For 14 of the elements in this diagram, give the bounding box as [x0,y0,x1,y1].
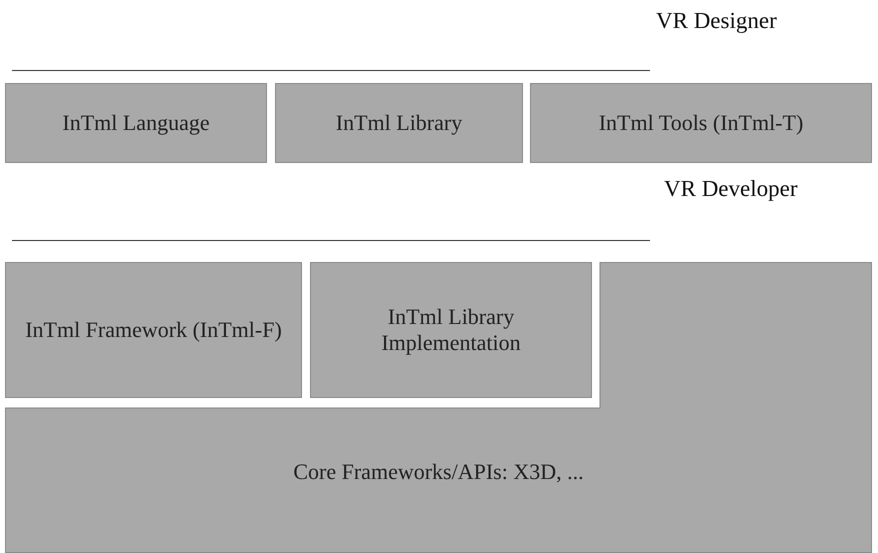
layer-box [275,83,523,163]
layer-label: InTml Library Implementation [380,304,522,356]
layer-label: InTml Tools (InTml-T) [598,110,804,136]
layer-box [310,262,592,398]
layer-label: Core Frameworks/APIs: X3D, ... [292,458,585,485]
l-shaped-layer [5,262,872,553]
layer-label: InTml Framework (InTml-F) [24,316,283,344]
layer-box [5,262,302,398]
layer-label: InTml Library [334,110,464,136]
layer-label: InTml Language [61,110,211,136]
role-label: VR Designer [656,8,777,34]
layer-box [530,83,872,163]
layer-box [5,83,267,163]
role-label: VR Developer [664,176,798,202]
